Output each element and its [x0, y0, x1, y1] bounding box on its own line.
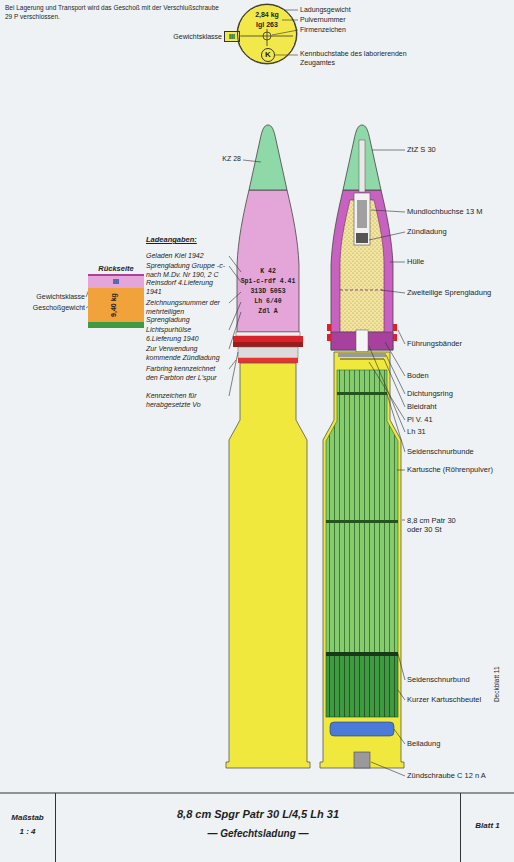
part-label: Zündladung [407, 228, 511, 237]
sheet-number: Deckblatt 11 [493, 659, 502, 709]
field-label: Firmenzeichen [300, 26, 400, 35]
base-marking-circle: 2,84 kg Igl 263K [237, 4, 297, 64]
part-label: Lh 31 [407, 428, 511, 437]
weight-class-mark: III [88, 276, 144, 288]
marking-note: Zeichnungsnummer der mehrteiligen Spreng… [146, 299, 228, 325]
part-label: Dichtungsring [407, 390, 511, 399]
scale-cell: Maßstab 1 : 4 [0, 793, 56, 862]
shell-weight: 9,40 kg [110, 285, 118, 325]
drawing-title: 8,8 cm Spgr Patr 30 L/4,5 Lh 31 [56, 808, 460, 821]
part-label: Zweiteilige Sprengladung [407, 289, 511, 298]
marking-note: Sprengladung Gruppe -c- nach M.Dv. Nr 19… [146, 262, 228, 296]
field-label: Geschoßgewicht [5, 304, 85, 313]
part-label: KZ 28 [200, 155, 241, 164]
scale-text: 1 : 4 [0, 827, 55, 837]
rear-orange-field: 9,40 kg [88, 288, 144, 322]
part-label: Kartusche (Röhrenpulver) [407, 466, 511, 475]
rear-green-stripe [88, 322, 144, 328]
marking-text: Igl 263 [238, 21, 296, 29]
part-label: Führungsbänder [407, 340, 511, 349]
rear-view-box: RückseiteIII9,40 kg [88, 264, 144, 334]
marking-note: Zur Verwendung kommende Zündladung [146, 345, 228, 362]
marking-text: 2,84 kg [238, 11, 296, 19]
part-label: Bleidraht [407, 403, 511, 412]
section-heading: Ladeangaben: [146, 236, 228, 245]
drawing-caption: — Gefechtsladung — [56, 828, 460, 840]
depot-letter: K [262, 49, 274, 61]
note-text: Bei Lagerung und Transport wird das Gesc… [5, 4, 220, 21]
part-label: Beiladung [407, 740, 511, 749]
depot-letter-circle: K [261, 48, 275, 62]
field-label: Ladungsgewicht [300, 6, 400, 15]
sheet-cell: Blatt 1 [460, 793, 514, 862]
stencil-mark: Spi-c-rdf 4.41 [238, 278, 298, 287]
field-label: Gewichtsklasse [150, 33, 222, 42]
part-label: Seidenschnurbunde [407, 448, 511, 457]
part-label: Hülle [407, 258, 511, 267]
field-label: Pulvernummer [300, 16, 400, 25]
marking-note: Kennzeichen für herabgesetzte Vo [146, 392, 228, 409]
marking-note: Geladen Kiel 1942 [146, 252, 228, 261]
part-label: ZtZ S 30 [407, 146, 511, 155]
part-label: Mundlochbuchse 13 M [407, 208, 511, 217]
marking-note: Farbring kennzeichnet den Farbton der L'… [146, 365, 228, 382]
scale-text: Maßstab [0, 813, 55, 823]
box-heading: Rückseite [88, 264, 144, 274]
stencil-mark: Lh 6/40 [238, 298, 298, 307]
part-label: Boden [407, 372, 511, 381]
field-label: Gewichtsklasse [5, 293, 85, 302]
part-label: Pl V. 41 [407, 416, 511, 425]
stencil-mark: K 42 [238, 268, 298, 277]
stencil-mark: 313D 5053 [238, 288, 298, 297]
marking-note: Lichtspurhülse 6.Lieferung 1940 [146, 326, 228, 343]
stencil-mark: Zdl A [238, 308, 298, 317]
sheet-text: Blatt 1 [461, 821, 514, 831]
part-label: 8,8 cm Patr 30 oder 30 St [407, 516, 471, 534]
field-label: Kennbuchstabe des laborierenden Zeugamte… [300, 50, 410, 67]
part-label: Zündschraube C 12 n A [407, 772, 511, 781]
